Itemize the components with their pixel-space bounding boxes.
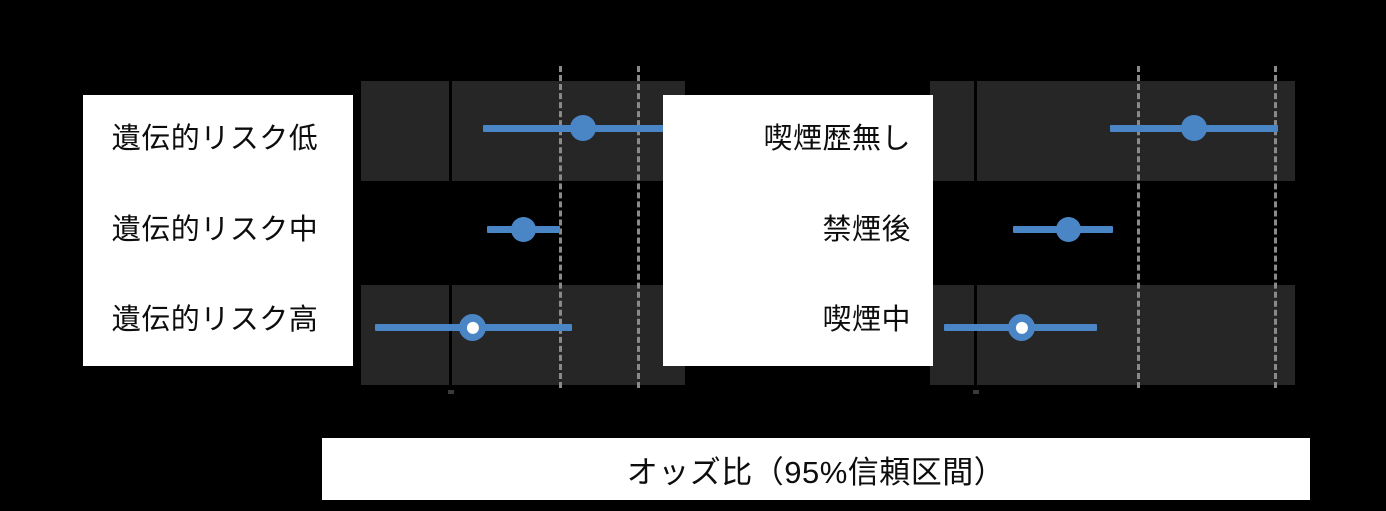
left-marker-row-1 (570, 115, 596, 141)
right-axis-tick (973, 390, 979, 394)
left-label-row-1: 遺伝的リスク低 (111, 123, 319, 156)
left-marker-row-2 (511, 217, 536, 242)
right-category-labels: 喫煙歴無し 禁煙後 喫煙中 (663, 95, 933, 366)
x-axis-caption-box: オッズ比（95%信頼区間） (322, 438, 1310, 500)
right-label-row-2: 禁煙後 (822, 213, 911, 246)
right-label-row-3: 喫煙中 (822, 303, 911, 336)
right-label-row-1: 喫煙歴無し (763, 123, 911, 156)
right-gridline-2 (1274, 66, 1277, 388)
left-label-row-2: 遺伝的リスク中 (111, 213, 319, 246)
right-marker-row-3 (1008, 314, 1035, 341)
right-marker-row-2 (1056, 217, 1081, 242)
left-band-row-3 (361, 285, 685, 385)
right-reference-line (974, 81, 977, 385)
x-axis-caption-text: オッズ比（95%信頼区間） (626, 454, 1006, 490)
left-gridline-2 (637, 66, 640, 388)
right-marker-row-1 (1181, 115, 1207, 141)
right-gridline-1 (1137, 66, 1140, 388)
right-band-row-3 (930, 285, 1295, 385)
left-category-labels: 遺伝的リスク低 遺伝的リスク中 遺伝的リスク高 (83, 95, 353, 366)
left-label-row-3: 遺伝的リスク高 (111, 303, 319, 336)
left-gridline-1 (559, 66, 562, 388)
left-axis-tick (448, 390, 454, 394)
left-marker-row-3 (459, 314, 486, 341)
left-reference-line (449, 81, 452, 385)
